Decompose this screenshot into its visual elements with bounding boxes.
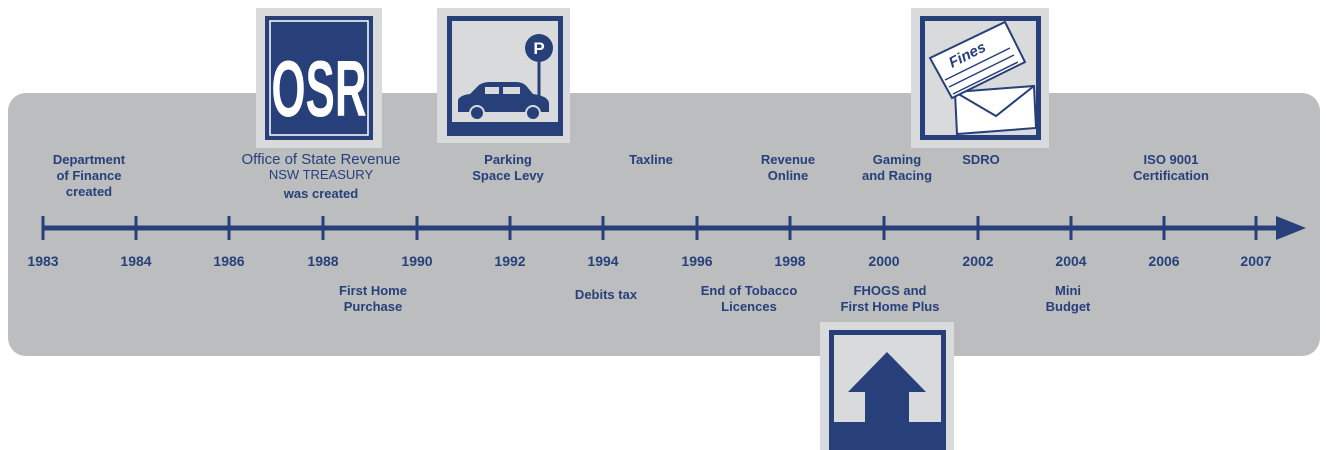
year-label: 1994 (587, 253, 619, 269)
parking-sign-text: P (533, 39, 544, 58)
timeline-panel (8, 93, 1320, 356)
year-label: 1988 (307, 253, 339, 269)
event-taxline: Taxline (629, 152, 673, 167)
house-icon (820, 322, 954, 450)
year-label: 2007 (1240, 253, 1272, 269)
event-mini-budget: Mini Budget (1045, 283, 1091, 314)
osr-logo-text: OSR (271, 44, 366, 133)
osr-title-line1: Office of State Revenue (241, 151, 401, 168)
fines-envelope-icon: Fines (911, 8, 1049, 148)
osr-title-line2: NSW TREASURY (268, 167, 374, 182)
year-label: 2004 (1055, 253, 1087, 269)
event-parking-space-levy: Parking Space Levy (472, 152, 544, 183)
year-label: 1983 (27, 253, 59, 269)
event-sdro: SDRO (962, 152, 1000, 167)
event-iso-9001: ISO 9001 Certification (1133, 152, 1209, 183)
timeline-axis (41, 216, 1306, 240)
year-label: 2000 (868, 253, 900, 269)
year-label: 2002 (962, 253, 994, 269)
parking-car-icon: P (437, 8, 570, 143)
osr-title-line3: was created (283, 186, 359, 201)
year-label: 1996 (681, 253, 713, 269)
osr-logo-icon: OSR (256, 8, 382, 148)
event-first-home-purchase: First Home Purchase (339, 283, 407, 314)
event-revenue-online: Revenue Online (760, 152, 816, 183)
event-department-of-finance: Department of Finance created (52, 152, 126, 199)
year-label: 1992 (494, 253, 526, 269)
year-label: 1984 (120, 253, 152, 269)
arrow-head-icon (1276, 216, 1306, 240)
event-gaming-and-racing: Gaming and Racing (861, 152, 933, 183)
event-end-of-tobacco-licences: End of Tobacco Licences (700, 283, 798, 314)
year-label: 1986 (213, 253, 245, 269)
event-debits-tax: Debits tax (574, 287, 638, 302)
year-label: 1990 (401, 253, 433, 269)
year-label: 1998 (774, 253, 806, 269)
osr-title: Office of State Revenue NSW TREASURY was… (242, 152, 401, 201)
year-label: 2006 (1148, 253, 1180, 269)
event-fhogs-first-home-plus: FHOGS and First Home Plus (840, 283, 940, 314)
